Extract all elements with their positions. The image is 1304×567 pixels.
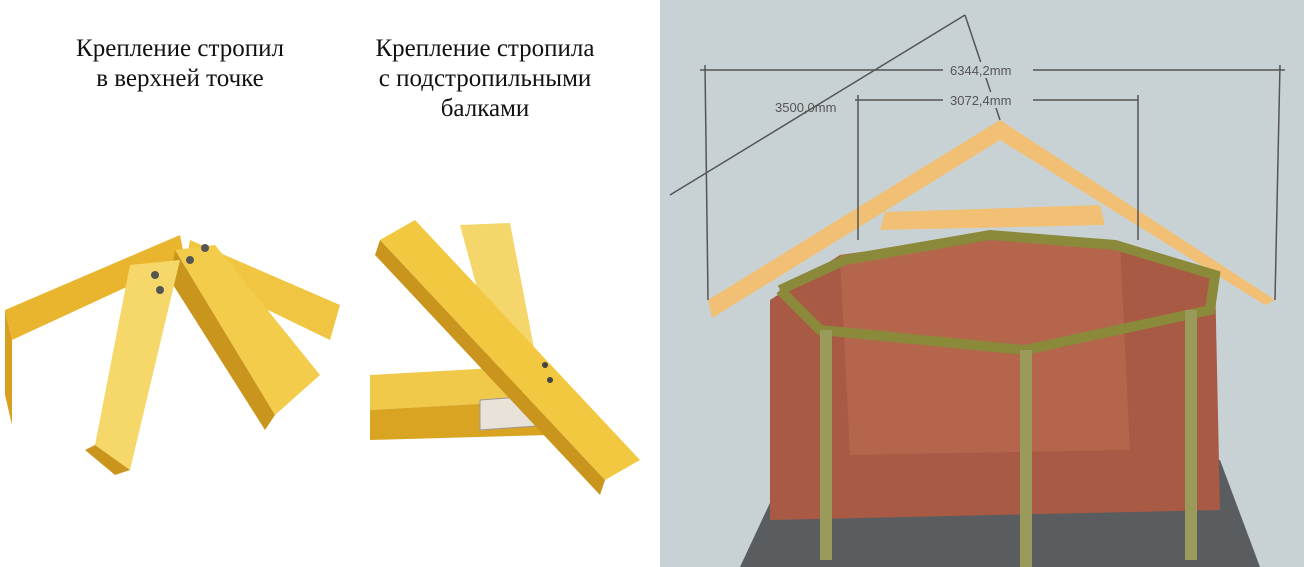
- caption-top-fastening: Крепление стропил в верхней точке: [40, 34, 320, 94]
- rafter-length-label: 3500,0mm: [775, 100, 836, 115]
- inner-width-label: 3072,4mm: [950, 93, 1011, 108]
- underbeam-joint-illustration: [370, 220, 640, 495]
- gazebo-3d-model: 6344,2mm 3072,4mm 3500,0mm: [660, 0, 1304, 567]
- caption-line: с подстропильными: [378, 65, 592, 92]
- top-joint-illustration: [5, 235, 340, 475]
- overall-width-label: 6344,2mm: [950, 63, 1011, 78]
- caption-underbeam-fastening: Крепление стропила с подстропильными бал…: [340, 34, 630, 124]
- caption-line: Крепление стропила: [375, 35, 595, 62]
- caption-line: балками: [440, 95, 530, 122]
- caption-line: Крепление стропил: [76, 35, 284, 62]
- caption-line: в верхней точке: [96, 65, 264, 92]
